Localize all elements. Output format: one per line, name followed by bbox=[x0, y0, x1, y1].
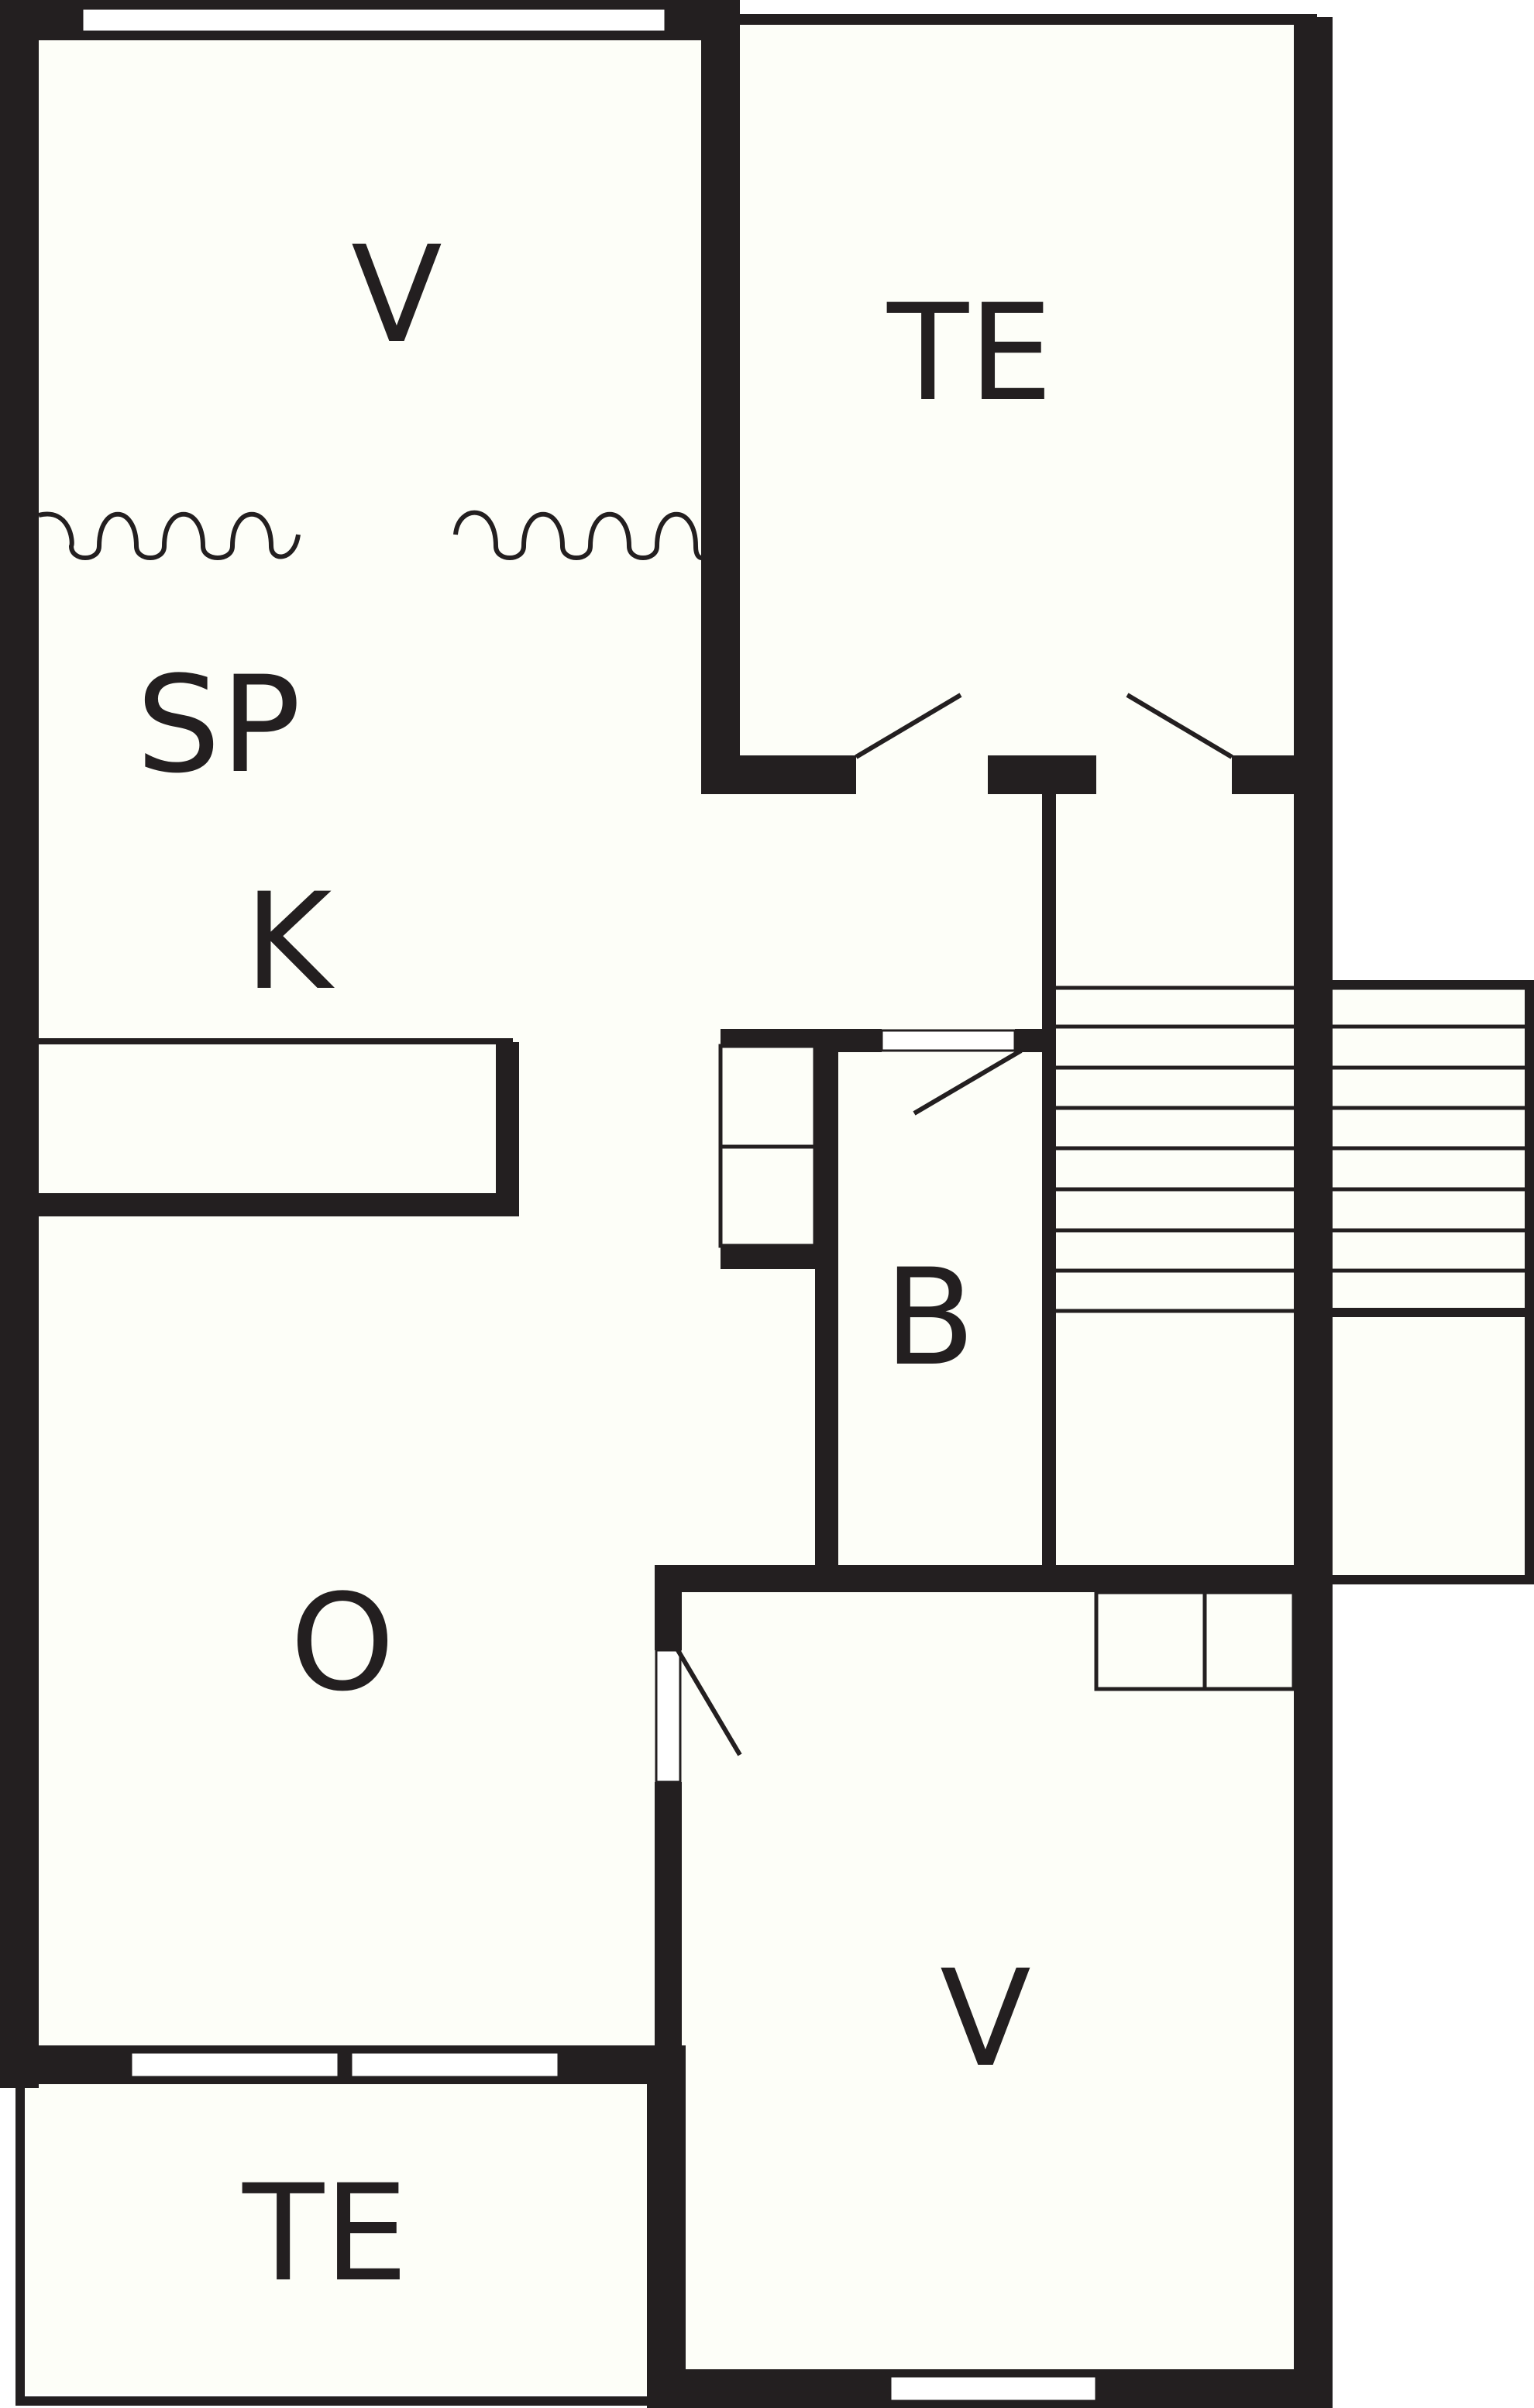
wall-v-te bbox=[701, 0, 740, 794]
wall-lower-bedroom-top bbox=[655, 1565, 1298, 1592]
room-labels: V TE SP K B O V TE bbox=[136, 217, 1053, 2311]
window-living-left bbox=[128, 2049, 342, 2080]
wall-living-bottom bbox=[0, 2045, 686, 2084]
wall-bath-left bbox=[815, 1046, 838, 1581]
window-top-left bbox=[79, 5, 669, 35]
wall-balcony-right bbox=[1525, 980, 1534, 1584]
floor-lower-bedroom bbox=[682, 1581, 1298, 2371]
door-lower-bedroom bbox=[676, 1649, 742, 1756]
curtain bbox=[38, 510, 702, 560]
label-bathroom: B bbox=[884, 1240, 975, 1395]
floor-balcony bbox=[1325, 984, 1530, 1581]
label-wardrobe: SP bbox=[136, 647, 301, 803]
label-upper-left-bedroom: V bbox=[351, 217, 442, 373]
wall-left-outer bbox=[0, 0, 39, 2088]
kitchen-counter-bottom bbox=[39, 1193, 519, 1216]
kitchen-counter-right bbox=[496, 1042, 519, 1216]
opening-bedroom-door bbox=[655, 1649, 682, 1784]
shelf-left-lower bbox=[718, 1144, 817, 1248]
window-living-right bbox=[348, 2049, 562, 2080]
curtain-left bbox=[38, 511, 301, 560]
wall-lower-bedroom-left-bottom bbox=[647, 2045, 686, 2408]
shelf-left-upper bbox=[718, 1044, 817, 1149]
windows bbox=[79, 5, 1099, 2404]
label-lower-right-bedroom: V bbox=[940, 1941, 1031, 2097]
label-living-room: O bbox=[290, 1565, 394, 1721]
wall-bath-shelf-bottom bbox=[721, 1246, 821, 1269]
wall-te-bottom-mid bbox=[988, 755, 1096, 794]
window-bottom-bedroom bbox=[887, 2373, 1099, 2404]
floor-areas bbox=[19, 23, 1530, 2394]
wall-te-top bbox=[740, 14, 1317, 25]
wall-right-outer bbox=[1294, 17, 1333, 2408]
wall-bath-top-right bbox=[1015, 1029, 1046, 1052]
kitchen-counter-top bbox=[39, 1038, 513, 1044]
wall-terrace-left bbox=[15, 2076, 25, 2406]
wall-lower-bedroom-left-lower bbox=[655, 1782, 682, 2049]
floor-lower-terrace bbox=[19, 2076, 647, 2394]
wall-te-bottom-right bbox=[1232, 755, 1298, 794]
wall-te-bottom-left bbox=[701, 755, 856, 794]
floor-upper-terrace bbox=[740, 23, 1298, 759]
wall-lower-bedroom-left-upper bbox=[655, 1565, 682, 1650]
floor-left-column bbox=[39, 39, 705, 2061]
wall-terrace-bottom bbox=[15, 2396, 651, 2406]
wall-balcony-bottom bbox=[1333, 1575, 1534, 1584]
curtain-right bbox=[453, 510, 702, 560]
label-lower-left-terrace: TE bbox=[242, 2155, 408, 2311]
door-te-right bbox=[1126, 693, 1233, 759]
door-bathroom bbox=[913, 1048, 1023, 1116]
doors bbox=[676, 693, 1233, 1756]
fixtures bbox=[718, 1044, 1296, 1691]
closet-right bbox=[1202, 1590, 1296, 1691]
wall-stair-partition bbox=[1042, 790, 1056, 1577]
door-te-left bbox=[855, 693, 962, 759]
opening-bath-door bbox=[880, 1029, 1016, 1052]
stairs bbox=[1056, 986, 1525, 1313]
closet-left bbox=[1094, 1590, 1207, 1691]
label-kitchen: K bbox=[245, 864, 335, 1020]
label-upper-right-terrace: TE bbox=[886, 275, 1053, 431]
